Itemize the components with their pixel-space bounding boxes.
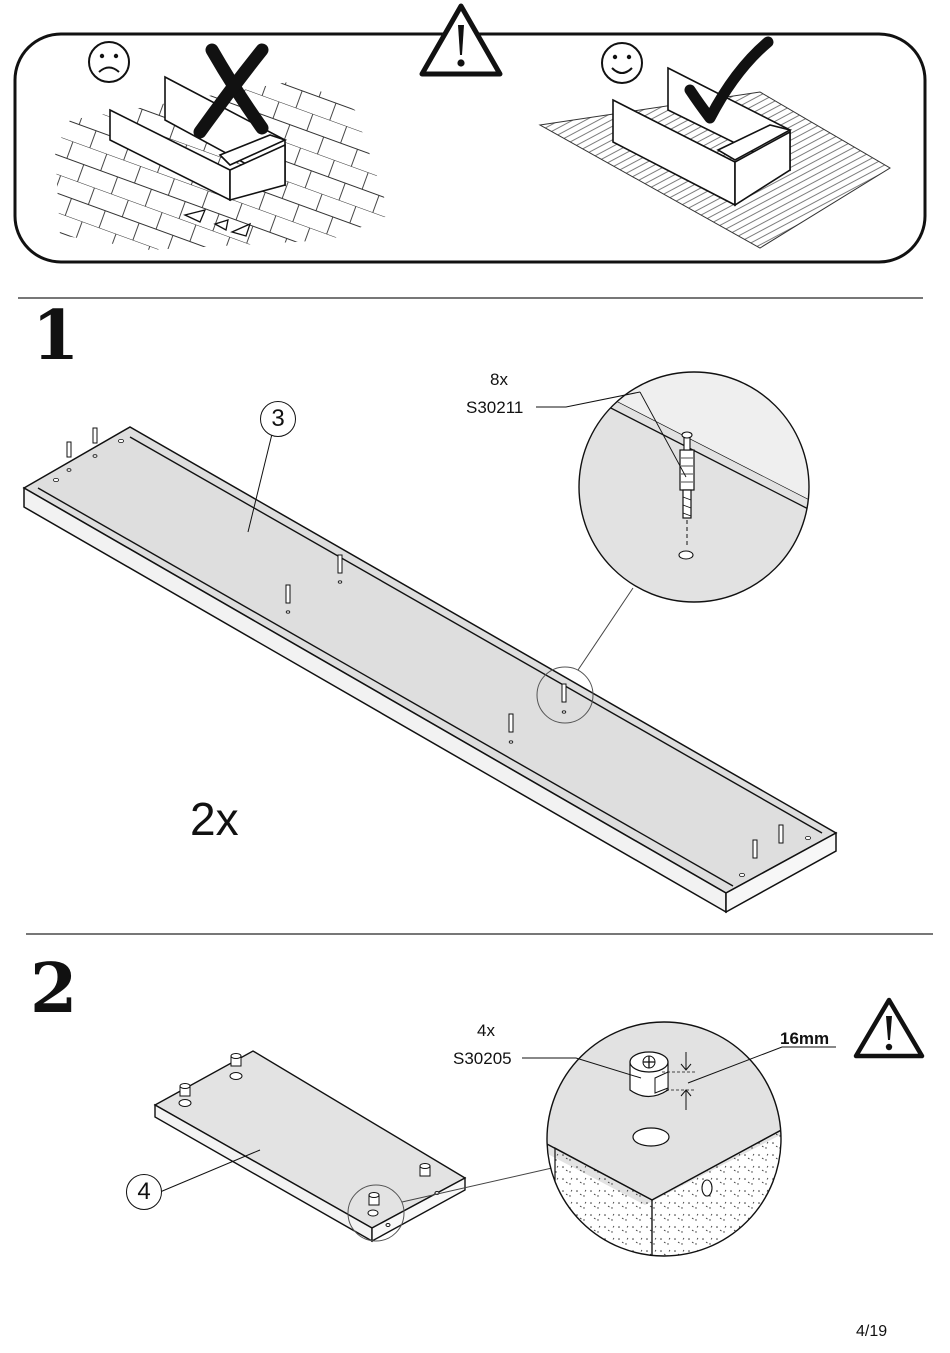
warning-icon (856, 1000, 922, 1056)
happy-face-icon (602, 43, 642, 83)
panel-quantity: 2x (190, 792, 239, 846)
fitting-count: 8x (490, 370, 508, 390)
step-2-illustration (0, 980, 950, 1270)
section-divider (18, 297, 923, 299)
fitting-code: S30205 (453, 1049, 512, 1069)
step-1-illustration (0, 300, 950, 930)
part-number-badge: 4 (126, 1174, 162, 1210)
fitting-code: S30211 (466, 398, 523, 418)
fitting-count: 4x (477, 1021, 495, 1041)
part-number-badge: 3 (260, 401, 296, 437)
dimension-label: 16mm (780, 1029, 829, 1049)
sad-face-icon (89, 42, 129, 82)
section-divider (26, 933, 933, 935)
page-number: 4/19 (856, 1323, 887, 1341)
warning-panel (0, 0, 950, 270)
